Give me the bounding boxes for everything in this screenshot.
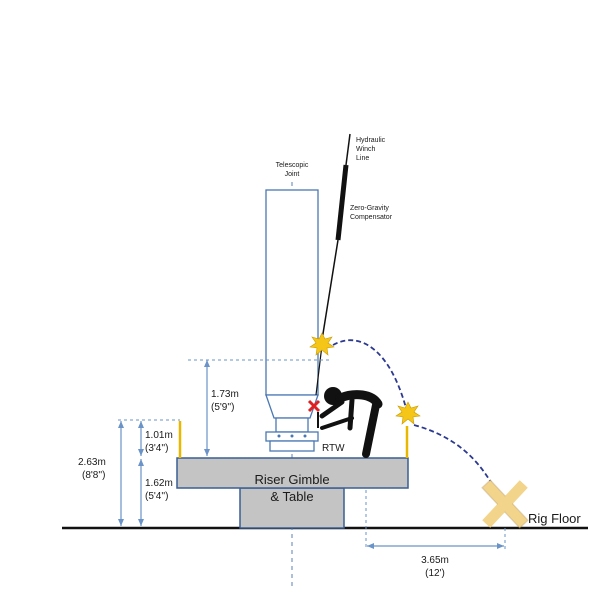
dim-162-label: (5'4'') (145, 491, 169, 502)
dim-101-label: (3'4'') (145, 443, 169, 454)
dim-101-label: 1.01m (145, 430, 173, 441)
table-base (239, 487, 345, 529)
arrow-icon (138, 519, 144, 526)
arrow-icon (204, 449, 210, 456)
arrow-icon (138, 459, 144, 466)
arrow-icon (204, 360, 210, 367)
arrow-icon (497, 543, 504, 549)
table-label: Riser Gimble (254, 472, 329, 487)
rtw-label: RTW (322, 443, 345, 454)
hydraulic-label: Hydraulic (356, 137, 386, 144)
hydraulic-label: Line (356, 155, 369, 162)
fall-trajectory-bounce (413, 424, 501, 501)
riser-gimble-table (176, 457, 409, 489)
compensator-line-lower (315, 344, 323, 396)
arrow-icon (118, 421, 124, 428)
dim-173-label: 1.73m (211, 389, 239, 400)
dim-263-label: (8'8'') (82, 470, 106, 481)
dim-263-label: 2.63m (78, 457, 106, 468)
telescopic-joint-column (265, 189, 319, 396)
flange-bolt (303, 434, 307, 438)
arrow-icon (367, 543, 374, 549)
compensator-line (321, 239, 339, 341)
hazard-x-icon (307, 399, 321, 413)
hydraulic-winch-line (345, 133, 351, 166)
column-lower-flange (269, 440, 315, 452)
arrow-icon (138, 421, 144, 428)
dim-173-label: (5'9'') (211, 402, 235, 413)
impact-star-icon (309, 332, 335, 356)
fall-trajectory (332, 339, 407, 409)
rig-floor-label: Rig Floor (528, 511, 581, 526)
impact-star-icon (395, 401, 421, 425)
telescopic-label: Telescopic (276, 162, 309, 169)
dim-365-label: 3.65m (421, 555, 449, 566)
dim-162-label: 1.62m (145, 478, 173, 489)
compensator-label: Zero-Gravity (350, 205, 389, 212)
arrow-icon (138, 449, 144, 456)
arrow-icon (118, 519, 124, 526)
compensator-body (335, 164, 349, 241)
flange-bolt (290, 434, 294, 438)
flange-bolt (277, 434, 281, 438)
landing-x-icon (481, 479, 529, 529)
column-taper (265, 394, 319, 419)
telescopic-label: Joint (285, 171, 300, 178)
hydraulic-label: Winch (356, 146, 376, 153)
dim-365-label: (12') (425, 568, 445, 579)
table-label: & Table (270, 489, 313, 504)
compensator-label: Compensator (350, 214, 393, 221)
worker-figure (317, 387, 383, 458)
column-neck (275, 417, 309, 433)
